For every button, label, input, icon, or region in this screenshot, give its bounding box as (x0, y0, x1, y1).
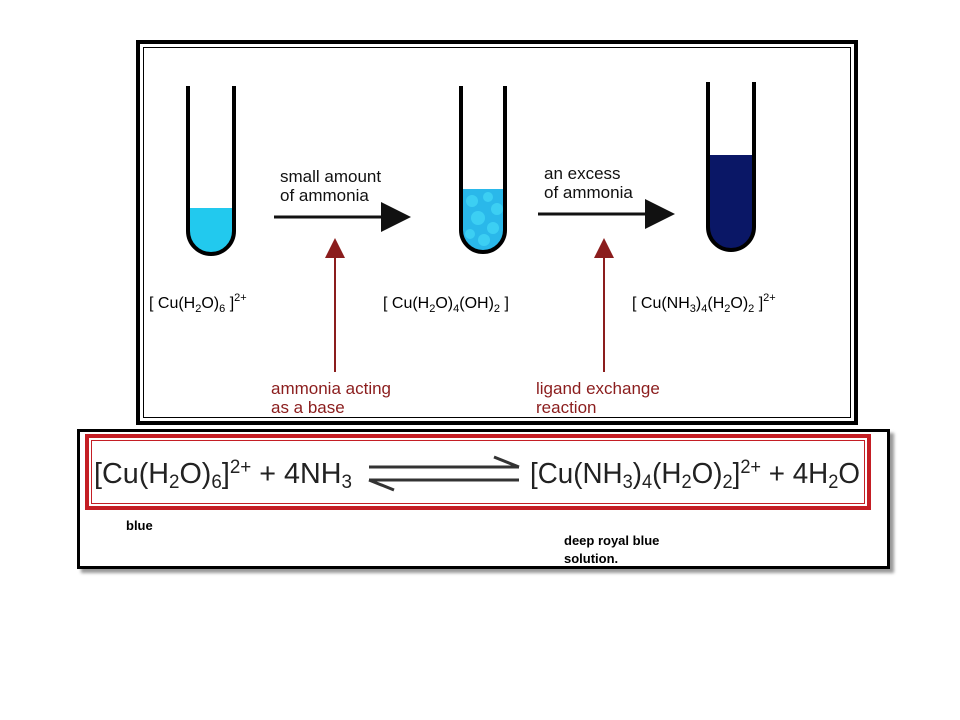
formula-tetraammine-copper: [ Cu(NH3)4(H2O)2 ]2+ (632, 292, 776, 315)
arrow-2-label-line-1: an excess (544, 164, 621, 183)
reaction-diagram-inner-border (143, 47, 851, 418)
arrow-1-label-line-2: of ammonia (280, 186, 369, 205)
formula-copper-hydroxide: [ Cu(H2O)4(OH)2 ] (383, 295, 509, 315)
equation-reactants: [Cu(H2O)6]2+ + 4NH3 (94, 457, 352, 493)
note-2-line-1: ligand exchange (536, 379, 660, 398)
equilibrium-arrows-icon (368, 455, 520, 492)
equation-panel: [Cu(H2O)6]2+ + 4NH3 [Cu(NH3)4(H2O)2]2+ +… (77, 429, 890, 569)
caption-deep-royal-blue-line-1: deep royal blue (564, 533, 660, 548)
tube-1-glass (186, 86, 236, 256)
reaction-diagram: small amount of ammonia an excess of amm… (149, 82, 776, 417)
test-tube-2 (459, 86, 507, 254)
tube-1-liquid (188, 208, 234, 254)
formula-hexaaqua-copper: [ Cu(H2O)6 ]2+ (149, 292, 247, 315)
test-tube-3 (706, 82, 756, 252)
caption-deep-royal-blue: deep royal blue solution. (564, 532, 659, 568)
test-tube-1 (186, 86, 236, 256)
note-2-line-2: reaction (536, 398, 596, 417)
tube-2-precipitate (465, 192, 503, 246)
equation-products: [Cu(NH3)4(H2O)2]2+ + 4H2O (530, 457, 860, 493)
equation-red-frame: [Cu(H2O)6]2+ + 4NH3 [Cu(NH3)4(H2O)2]2+ +… (85, 434, 871, 510)
caption-blue: blue (126, 518, 153, 533)
caption-deep-royal-blue-line-2: solution. (564, 551, 619, 566)
tube-3-glass (706, 82, 756, 252)
reaction-diagram-frame: small amount of ammonia an excess of amm… (136, 40, 858, 425)
arrow-2-label-line-2: of ammonia (544, 183, 633, 202)
note-1-line-1: ammonia acting (271, 379, 391, 398)
equilibrium-equation: [Cu(H2O)6]2+ + 4NH3 [Cu(NH3)4(H2O)2]2+ +… (94, 455, 860, 493)
tube-3-liquid (708, 155, 754, 250)
tube-2-glass (459, 86, 507, 254)
note-1-line-2: as a base (271, 398, 345, 417)
arrow-1-label-line-1: small amount (280, 167, 381, 186)
